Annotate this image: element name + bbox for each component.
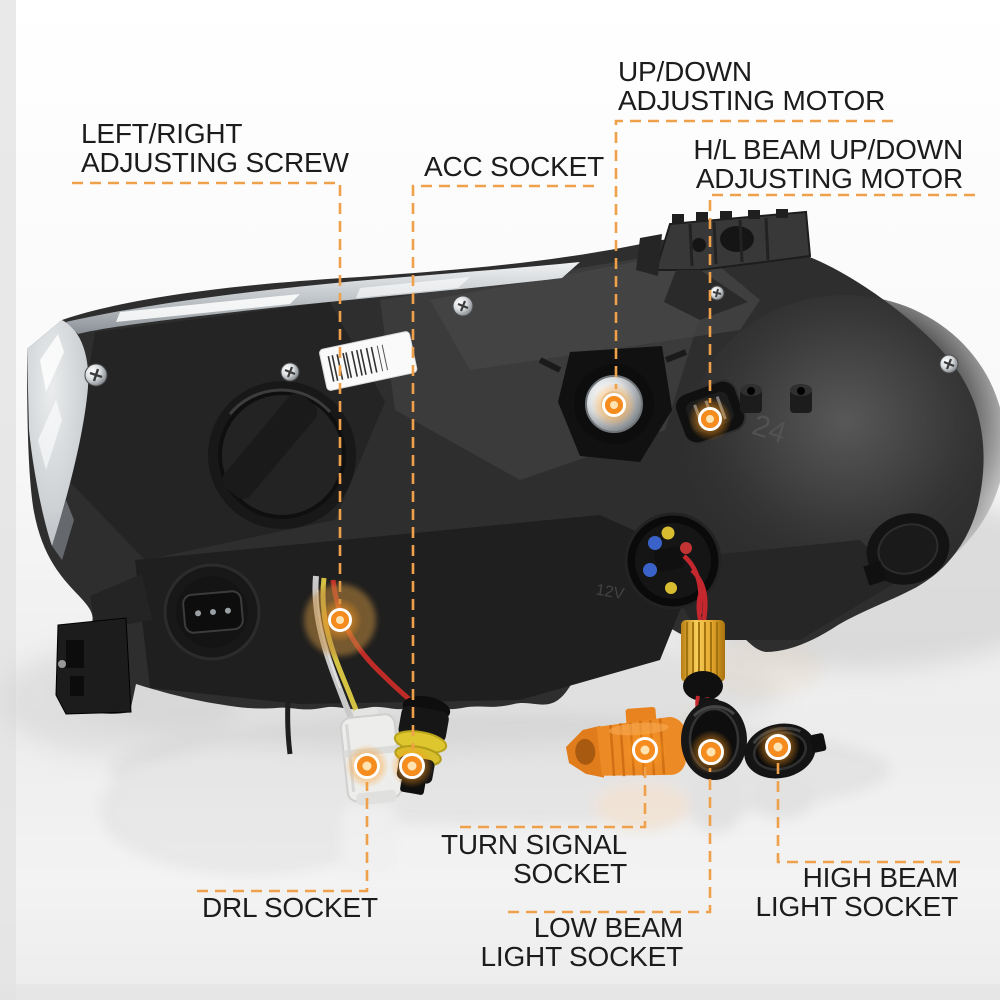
voltage-marking: 12V: [594, 582, 625, 604]
leader-lines: [72, 119, 975, 914]
screw-heads: [84, 285, 959, 387]
highlight-dot-acc-socket: [390, 744, 434, 788]
leader-turn-signal-socket: [460, 766, 647, 829]
highlight-dot-up-down-motor: [592, 383, 636, 427]
highlight-dot-turn-signal-socket: [623, 728, 667, 772]
callout-label: LOW BEAM: [533, 912, 684, 943]
leader-left-right-adjusting-screw: [72, 181, 342, 604]
left-mount-bracket: [55, 574, 152, 715]
callout-label: ADJUSTING SCREW: [81, 147, 349, 178]
highlight-dot-left-right-screw: [304, 584, 376, 656]
highlight-dot-hl-beam-motor: [688, 397, 732, 441]
round-cover-cap: [208, 381, 356, 529]
callout-label: HIGH BEAM: [802, 862, 959, 893]
callout-acc-socket: ACC SOCKET: [424, 152, 604, 181]
highlight-dot-low-beam-socket: [689, 730, 733, 774]
callout-label: LIGHT SOCKET: [755, 891, 959, 922]
leader-low-beam-socket: [508, 768, 712, 914]
leader-hl-beam-motor: [708, 193, 975, 403]
callout-label: ADJUSTING MOTOR: [618, 85, 886, 116]
highlight-dots: [304, 383, 800, 788]
callout-label: H/L BEAM UP/DOWN: [693, 134, 963, 165]
chrome-trim: .: [66, 262, 580, 334]
background-left-band: [0, 0, 16, 1000]
callout-up-down-adjusting-motor: UP/DOWN ADJUSTING MOTOR: [618, 57, 885, 115]
leader-up-down-motor: [614, 119, 893, 389]
callout-label: UP/DOWN: [618, 56, 752, 87]
housing-nubs: [740, 384, 812, 413]
callout-label: LIGHT SOCKET: [480, 941, 684, 972]
lens-corner: [27, 320, 89, 560]
background-bottom-band: [0, 984, 1000, 1000]
callout-label: SOCKET: [513, 858, 627, 889]
callout-hl-beam-up-down-adjusting-motor: H/L BEAM UP/DOWN ADJUSTING MOTOR: [693, 135, 963, 193]
callout-drl-socket: DRL SOCKET: [202, 893, 378, 922]
black-wire: [285, 575, 310, 755]
callout-label: DRL SOCKET: [202, 892, 378, 923]
leader-high-beam-socket: [776, 763, 960, 864]
highlight-dot-drl-socket: [345, 744, 389, 788]
callout-label: TURN SIGNAL: [440, 829, 627, 860]
housing-chin: [135, 515, 700, 704]
low-beam-port: [624, 512, 722, 621]
top-bracket: [636, 209, 812, 320]
drl-port: [163, 563, 261, 661]
leader-drl-socket: [197, 782, 369, 893]
leader-acc-socket: [411, 184, 594, 750]
callout-turn-signal-socket: TURN SIGNAL SOCKET: [441, 830, 627, 888]
callout-high-beam-light-socket: HIGH BEAM LIGHT SOCKET: [755, 862, 959, 922]
callout-label: ACC SOCKET: [424, 151, 605, 182]
callout-label: LEFT/RIGHT: [81, 118, 243, 149]
highlight-dot-high-beam-socket: [756, 725, 800, 769]
load-resistor: [681, 594, 725, 720]
callout-label: ADJUSTING MOTOR: [695, 163, 963, 194]
callout-left-right-adjusting-screw: LEFT/RIGHT ADJUSTING SCREW: [81, 119, 349, 177]
vent-cap: [863, 513, 950, 586]
callout-low-beam-light-socket: LOW BEAM LIGHT SOCKET: [480, 912, 684, 972]
